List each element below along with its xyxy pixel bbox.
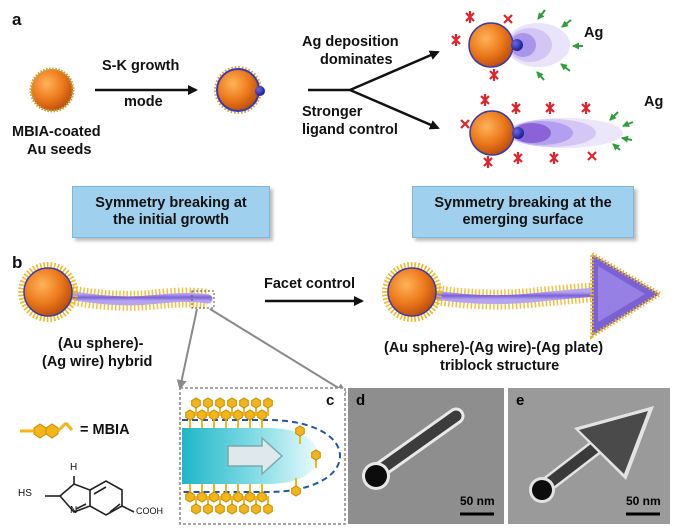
mbia-ligand <box>185 409 195 428</box>
mbia-ligand <box>185 484 195 503</box>
symmetry-box-emerging: Symmetry breaking at the emerging surfac… <box>412 186 634 238</box>
mbia-ligand <box>215 496 225 515</box>
ligand-row-bottom <box>185 478 301 515</box>
sk-growth-label: S-K growth <box>102 58 180 74</box>
mbia-ligand <box>233 409 243 428</box>
ag-deposition-product <box>468 22 570 68</box>
mbia-ligand <box>245 409 255 428</box>
box-initial-line1: Symmetry breaking at <box>95 195 247 212</box>
mbia-ligand <box>291 478 301 497</box>
mbia-ligand <box>191 496 201 515</box>
triblock-structure <box>382 250 664 340</box>
seeds-label-line2: Au seeds <box>27 142 92 158</box>
tem-d-drawing <box>348 388 504 524</box>
mbia-ligand <box>311 449 321 468</box>
ag-deposition-label-line2: dominates <box>320 52 393 68</box>
red-ligands-bottom <box>460 94 597 168</box>
symmetry-box-initial: Symmetry breaking at the initial growth <box>72 186 270 238</box>
box-emerging-line2: emerging surface <box>462 212 584 228</box>
mbia-ligand <box>203 496 213 515</box>
panel-label-b: b <box>12 253 23 272</box>
tem-e-drawing <box>508 388 670 524</box>
triblock-label-line1: (Au sphere)-(Ag wire)-(Ag plate) <box>384 340 604 356</box>
scale-bar-e-label: 50 nm <box>626 494 661 508</box>
mbia-ligand <box>215 397 225 416</box>
seeds-label-line1: MBIA-coated <box>12 124 101 140</box>
sk-growth-mode-label: mode <box>124 94 163 110</box>
mbia-ligand <box>227 496 237 515</box>
triblock-label-line2: triblock structure <box>440 358 560 374</box>
zoom-box <box>191 290 215 309</box>
mbia-ligand-icon <box>20 421 74 439</box>
mbia-ligand <box>197 409 207 428</box>
mbia-ligand <box>221 409 231 428</box>
box-emerging-line1: Symmetry breaking at the <box>434 195 612 212</box>
mbia-ligand <box>227 397 237 416</box>
scale-bar-d-label: 50 nm <box>460 494 495 508</box>
panel-label-c: c <box>326 392 335 409</box>
mbia-ligand <box>257 484 267 503</box>
mbia-au-seed <box>29 67 75 113</box>
ligand-control-label-line2: ligand control <box>302 122 398 138</box>
nh-group-label: H <box>70 462 78 473</box>
tem-image-e: e 50 nm <box>508 388 670 524</box>
hybrid-label-line2: (Ag wire) hybrid <box>42 354 153 370</box>
fork-arrows <box>308 50 440 130</box>
mbia-ligand <box>191 397 201 416</box>
cooh-group-label: COOH <box>136 506 163 516</box>
panel-label-d: d <box>356 392 366 409</box>
mbia-ligand <box>233 484 243 503</box>
mbia-ligand <box>221 484 231 503</box>
au-ag-hybrid <box>18 262 213 322</box>
mbia-ligand <box>263 397 273 416</box>
ag-label-top: Ag <box>584 25 604 41</box>
green-arrows-bottom <box>609 111 634 151</box>
facet-control-label: Facet control <box>264 276 356 292</box>
n-atom-label: N <box>70 505 78 516</box>
seed-with-ag-nucleus <box>214 66 265 114</box>
ag-deposition-label: Ag deposition <box>302 34 399 50</box>
sh-group-label: HS <box>18 488 32 499</box>
box-initial-line2: the initial growth <box>113 212 229 228</box>
mbia-ligand <box>295 425 305 444</box>
mbia-ligand <box>257 409 267 428</box>
ag-label-bottom: Ag <box>644 94 664 110</box>
ligand-row-top <box>185 397 321 468</box>
ligand-control-product <box>469 110 623 156</box>
panel-label-a: a <box>12 10 22 29</box>
green-arrows-top <box>536 9 583 81</box>
mbia-ligand <box>239 496 249 515</box>
mbia-chemical-structure <box>45 476 135 516</box>
zoom-lines <box>176 308 347 394</box>
red-ligands-top <box>451 11 513 81</box>
mbia-ligand <box>239 397 249 416</box>
panel-label-e: e <box>516 392 525 409</box>
ligand-control-label: Stronger <box>302 104 363 120</box>
mbia-ligand <box>251 397 261 416</box>
mbia-ligand <box>209 484 219 503</box>
mbia-ligand <box>197 484 207 503</box>
mbia-ligand <box>209 409 219 428</box>
hybrid-label-line1: (Au sphere)- <box>58 336 144 352</box>
mbia-key-label: = MBIA <box>80 422 130 438</box>
mbia-ligand <box>245 484 255 503</box>
mbia-ligand <box>203 397 213 416</box>
mbia-ligand <box>263 496 273 515</box>
tem-image-d: d 50 nm <box>348 388 504 524</box>
mbia-ligand <box>251 496 261 515</box>
